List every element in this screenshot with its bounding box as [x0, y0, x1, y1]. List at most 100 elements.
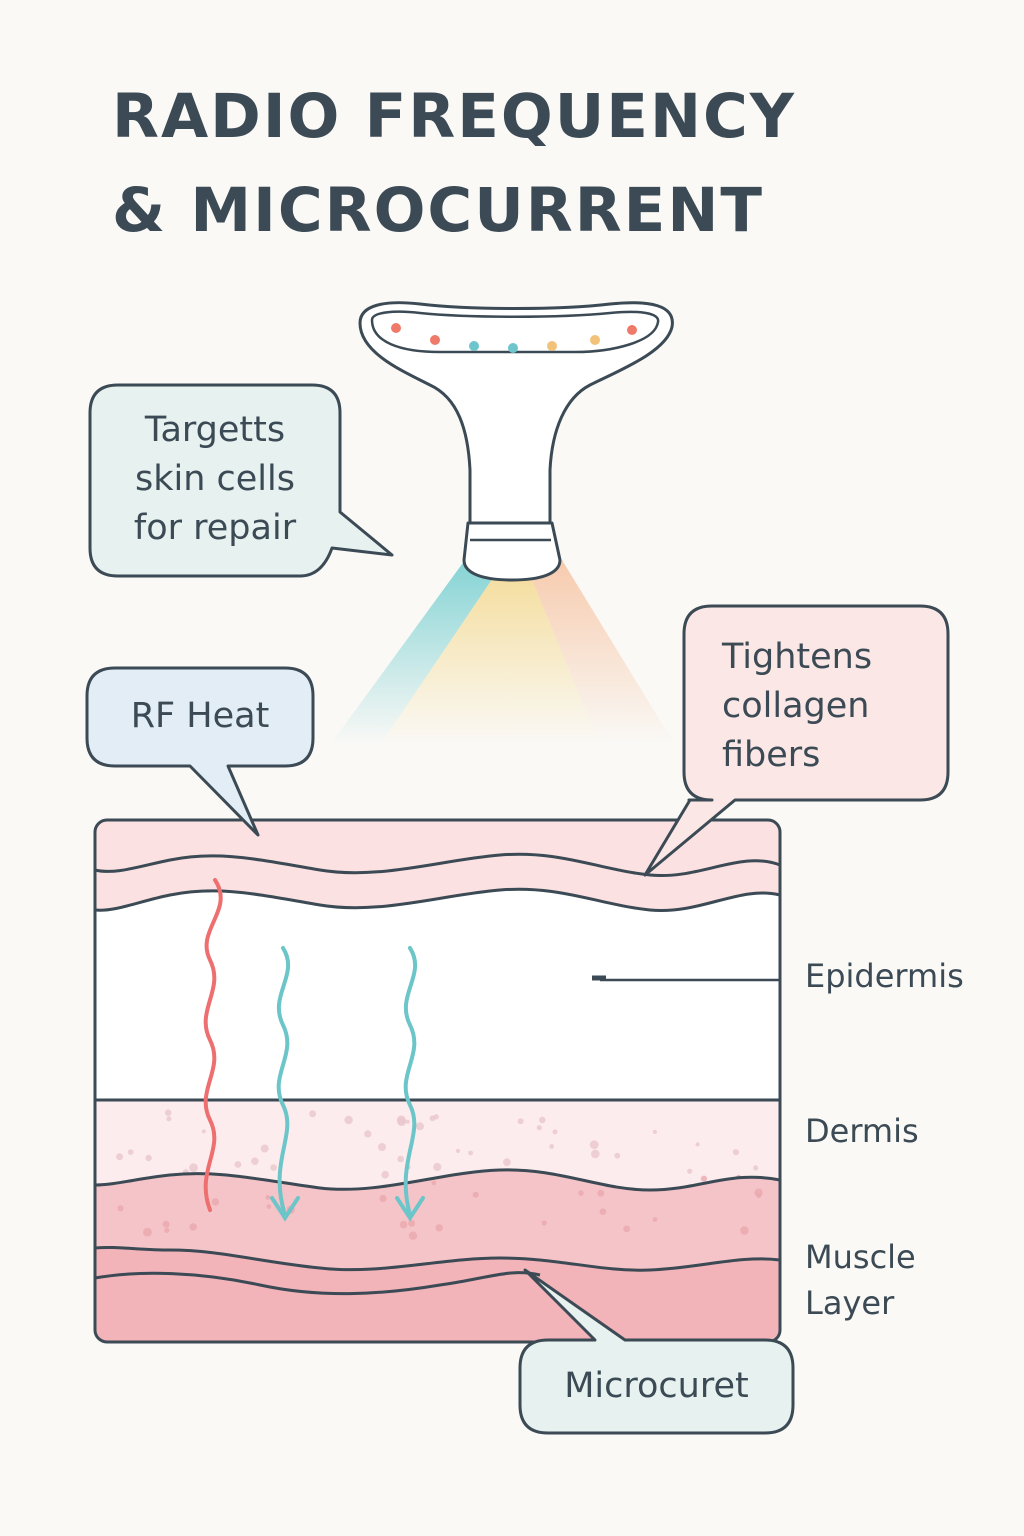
callout-tightens-line-2: collagen: [722, 686, 870, 726]
callout-rf-heat-label: RF Heat: [130, 696, 270, 736]
epidermis-pointer: [592, 975, 780, 982]
cell-dot: [234, 1161, 242, 1168]
cell-dot: [116, 1153, 124, 1161]
light-beam: [330, 560, 675, 745]
led-dot: [430, 335, 440, 345]
label-muscle-layer: Muscle Layer: [805, 1234, 916, 1326]
cell-dot: [379, 1194, 387, 1203]
label-muscle-line-1: Muscle: [805, 1238, 916, 1276]
cell-dot: [309, 1110, 317, 1118]
cell-dot: [164, 1109, 172, 1116]
cell-dot: [591, 1149, 600, 1159]
callout-microcurrent-label: Microcuret: [564, 1366, 749, 1406]
cell-dot: [381, 1170, 390, 1179]
callout-targets-line-1: Targetts: [144, 410, 286, 450]
deep-layer: [95, 1169, 780, 1271]
cell-dot: [578, 1190, 584, 1196]
cell-dot: [756, 1193, 762, 1199]
cell-dot: [265, 1195, 271, 1200]
muscle-layer: [95, 1247, 780, 1342]
cell-dot: [397, 1155, 405, 1163]
rf-device: [358, 301, 674, 582]
cell-dot: [687, 1168, 693, 1174]
cell-dot: [536, 1125, 542, 1131]
cell-dot: [472, 1191, 479, 1198]
cell-dot: [732, 1149, 740, 1156]
led-dot: [391, 323, 401, 333]
page-title: RADIO FREQUENCY & MICROCURRENT: [112, 70, 796, 258]
label-dermis: Dermis: [805, 1108, 919, 1154]
cell-dot: [431, 1180, 437, 1186]
microcurrent-wave: [270, 946, 300, 1222]
cell-dot: [700, 1175, 708, 1182]
cell-dot: [435, 1224, 443, 1232]
callout-tightens-text: Tightens collagen fibers: [722, 633, 932, 780]
device-led-row: [391, 323, 637, 353]
cell-dot: [396, 1115, 406, 1125]
cell-dot: [517, 1118, 524, 1125]
callout-microcurrent-text: Microcuret: [520, 1362, 793, 1411]
cell-dot: [344, 1115, 353, 1125]
rf-heat-wave: [203, 878, 223, 1212]
cell-dot: [162, 1220, 170, 1228]
led-dot: [547, 341, 557, 351]
callout-targets-line-3: for repair: [133, 508, 297, 548]
led-dot: [469, 341, 479, 351]
device-head: [358, 301, 674, 527]
callout-tightens-line-1: Tightens: [722, 637, 873, 677]
cell-dot: [211, 1198, 220, 1206]
cell-dot: [378, 1143, 386, 1151]
cell-dot: [429, 1115, 436, 1122]
cell-dot: [455, 1148, 461, 1153]
cell-dot: [270, 1164, 277, 1171]
cell-dot: [164, 1227, 170, 1233]
cell-dot: [753, 1165, 759, 1171]
callout-microcurrent-bubble: [518, 1268, 795, 1435]
cell-dot: [623, 1225, 631, 1233]
cell-dot: [127, 1149, 134, 1155]
title-line-1: RADIO FREQUENCY: [112, 81, 796, 152]
cell-dot: [408, 1219, 416, 1227]
cell-dot: [166, 1116, 172, 1122]
cell-dots: [116, 1109, 763, 1240]
surface-layer: [95, 820, 780, 876]
cell-dot: [539, 1116, 546, 1124]
cell-dot: [652, 1129, 658, 1134]
cell-dot: [503, 1158, 511, 1167]
cell-dot: [599, 1208, 607, 1215]
callout-tightens-line-3: fibers: [722, 735, 821, 775]
label-epidermis-text: Epidermis: [805, 957, 964, 995]
cell-dot: [415, 1122, 424, 1131]
cell-dot: [189, 1223, 197, 1231]
cell-dot: [652, 1217, 658, 1222]
device-nozzle: [462, 521, 562, 582]
cell-dot: [614, 1152, 621, 1159]
cell-dot: [549, 1144, 555, 1149]
callout-targets-bubble: [88, 383, 394, 578]
cell-dot: [201, 1129, 206, 1134]
cell-dot: [143, 1227, 152, 1237]
led-dot: [508, 343, 518, 353]
cell-dot: [364, 1130, 372, 1138]
cell-dot: [740, 1226, 749, 1235]
cell-dot: [552, 1129, 558, 1135]
callout-rf-heat-text: RF Heat: [87, 692, 313, 741]
cell-dot: [589, 1140, 599, 1150]
cell-dot: [597, 1189, 605, 1197]
skin-cross-section: [93, 818, 782, 1344]
cell-dot: [399, 1220, 408, 1229]
cell-dot: [260, 1144, 269, 1153]
callout-tightens-bubble: [643, 604, 950, 877]
cell-dot: [189, 1163, 198, 1173]
device-head-groove: [370, 310, 660, 354]
cell-dot: [251, 1157, 259, 1165]
cell-dot: [468, 1150, 473, 1156]
callout-rf-heat-bubble: [85, 666, 315, 837]
cell-dot: [266, 1204, 272, 1209]
label-dermis-text: Dermis: [805, 1112, 919, 1150]
cell-dot: [541, 1220, 547, 1226]
microcurrent-wave-2: [395, 946, 425, 1222]
cell-dot: [117, 1205, 124, 1212]
label-epidermis: Epidermis: [805, 953, 964, 999]
